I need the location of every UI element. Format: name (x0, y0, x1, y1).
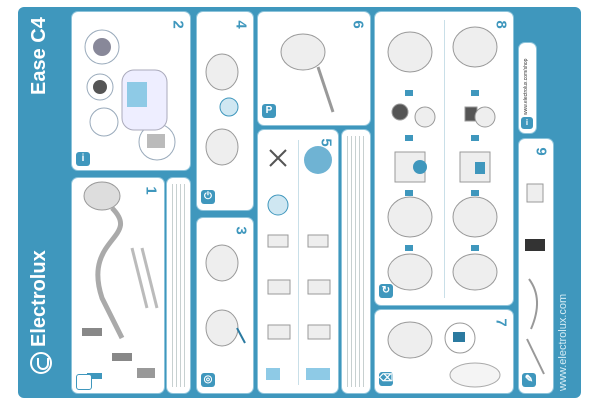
suction-control-illustration (205, 244, 246, 347)
panel-7-dust-emptying: 7 ⌫ (375, 310, 513, 393)
panel-5-nozzles: 5 (258, 130, 338, 393)
panel-1-contents: 1 (72, 178, 164, 393)
wrench-icon: ✎ (522, 373, 536, 387)
empty-bin-icon: ⌫ (379, 372, 394, 386)
shop-url[interactable]: www.electrolux.com/shop (523, 58, 529, 115)
contents-icon (76, 374, 92, 390)
info-icon: i (521, 117, 533, 129)
panel-6-parking: 6 P (258, 12, 370, 125)
brand-name: Electrolux (28, 250, 50, 347)
parking-icon: P (262, 104, 276, 118)
nozzles-illustration (266, 146, 332, 380)
divider (444, 20, 445, 298)
panel-4-power: 4 ⏻ (197, 12, 253, 210)
info-icon: i (76, 152, 90, 166)
panel-3-power-regulation: 3 ◎ (197, 218, 253, 393)
filter-cleaning-illustration (387, 26, 498, 291)
panel-5-multilingual-text (342, 130, 370, 393)
vacuum-kit-illustration (82, 181, 159, 379)
power-icon: ⏻ (201, 190, 215, 204)
parts-illustration (84, 29, 176, 161)
website-link[interactable]: www.electrolux.com (557, 293, 569, 391)
info-panel: www.electrolux.com/shop i (519, 43, 536, 133)
panel-9-maintenance: 9 ✎ (519, 139, 553, 393)
power-level-icon: ◎ (201, 373, 215, 387)
electrolux-logo-icon (30, 352, 52, 374)
parking-illustration (280, 33, 335, 113)
refresh-icon: ↻ (379, 284, 393, 298)
divider (298, 140, 299, 385)
maintenance-illustration (525, 183, 545, 375)
panel-8-filter-cleaning: 8 ↻ (375, 12, 513, 305)
panel-1-multilingual-text (167, 178, 190, 393)
dust-container-illustration (387, 321, 501, 388)
power-switch-illustration (205, 53, 239, 166)
panel-2-parts-overview: 2 i (72, 12, 190, 170)
model-name: Ease C4 (28, 17, 50, 95)
manual-sheet: Electrolux Ease C4 www.electrolux.com 2 … (18, 7, 581, 398)
